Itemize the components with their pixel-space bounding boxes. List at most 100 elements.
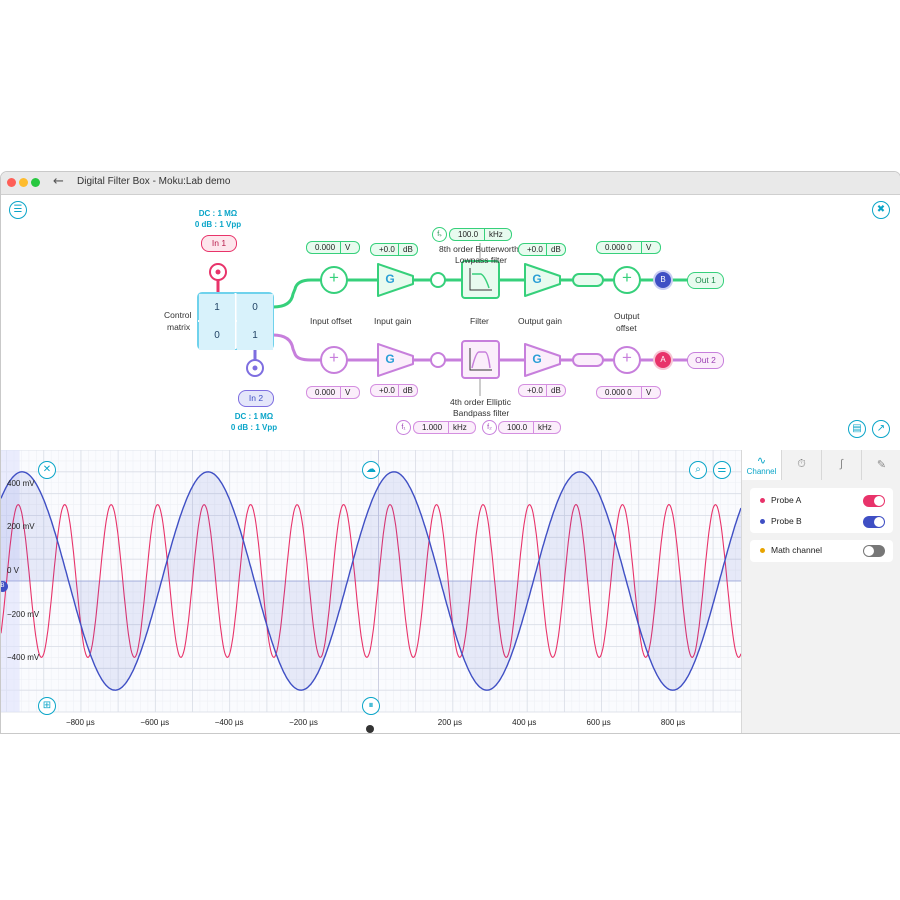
probe-b-area [1, 471, 741, 691]
trigger-position-marker[interactable] [366, 725, 374, 733]
ch1-input-offset-sum-node[interactable] [320, 266, 348, 294]
x-tick-label: 200 µs [437, 718, 462, 727]
x-tick-label: −600 µs [140, 718, 170, 727]
out1-button[interactable]: Out 1 [687, 272, 724, 289]
x-tick-label: 800 µs [660, 718, 686, 727]
y-tick-label: −400 mV [7, 653, 40, 663]
in1-button[interactable]: In 1 [201, 235, 237, 252]
filter-label: Filter [470, 316, 489, 326]
probe-b-row[interactable]: Probe B [760, 514, 885, 530]
side-panel: ∿ Channel ⏱ ∫ ✎ Probe A Probe B [741, 450, 900, 733]
plot-area[interactable] [1, 449, 751, 733]
probe-a-toggle[interactable] [863, 495, 885, 507]
in2-button[interactable]: In 2 [238, 390, 274, 407]
in2-coupling-label: DC : 1 MΩ [234, 412, 274, 421]
matrix-cell-1-2[interactable]: 0 [237, 294, 273, 322]
tune-icon[interactable]: ⚌ [713, 461, 731, 479]
matrix-cell-1-1[interactable]: 1 [199, 294, 235, 322]
probe-b-color-dot [760, 519, 765, 524]
ruler-icon: ✎ [876, 459, 887, 471]
ch2-output-switch[interactable] [572, 353, 604, 367]
zoom-window-button[interactable] [31, 178, 40, 187]
ch1-output-offset-sum-node[interactable] [613, 266, 641, 294]
tab-timebase[interactable]: ⏱ [782, 450, 822, 480]
ch2-output-gain-block[interactable] [524, 343, 561, 377]
out2-button[interactable]: Out 2 [687, 352, 724, 369]
ch2-filter-block[interactable] [461, 340, 500, 379]
stopwatch-icon: ⏱ [797, 458, 806, 470]
probe-a-row[interactable]: Probe A [760, 493, 885, 509]
ch2-probe-point[interactable] [430, 352, 446, 368]
ch2-output-gain-symbol: G [532, 352, 542, 366]
x-tick-label: 600 µs [586, 718, 611, 727]
menu-icon[interactable]: ☰ [9, 201, 27, 219]
export-icon[interactable]: ▤ [848, 420, 866, 438]
math-channel-toggle[interactable] [863, 545, 885, 557]
wave-icon: ∿ [756, 455, 767, 467]
ch1-output-switch[interactable] [572, 273, 604, 287]
chart-icon[interactable]: ↗ [872, 420, 890, 438]
ch1-input-offset-plus-icon: + [329, 268, 339, 287]
x-tick-label: −200 µs [289, 718, 318, 727]
ch1-output-gain-block[interactable] [524, 263, 561, 297]
pause-icon[interactable]: ⏸ [362, 697, 380, 715]
ch1-output-gain-symbol: G [532, 272, 542, 286]
tab-trigger[interactable]: ∫ [822, 450, 862, 480]
ch2-probe-a-badge[interactable]: A [655, 352, 671, 368]
control-matrix-label-line1: Control [164, 310, 192, 320]
ch1-input-gain-block[interactable] [377, 263, 414, 297]
input-gain-label: Input gain [374, 316, 412, 326]
matrix-cell-2-2[interactable]: 1 [237, 322, 273, 350]
tab-measure[interactable]: ✎ [862, 450, 900, 480]
zoom-icon[interactable]: ⌕ [689, 461, 707, 479]
ch1-filter-type-line1: 8th order Butterworth [439, 244, 519, 254]
ch2-input-gain-block[interactable] [377, 343, 414, 377]
math-color-dot [760, 548, 765, 553]
trigger-edge-icon: ∫ [839, 458, 843, 470]
close-window-button[interactable] [7, 178, 16, 187]
y-tick-label: −200 mV [7, 609, 40, 619]
probe-b-offset-marker[interactable]: B [1, 581, 8, 592]
close-icon[interactable]: ✕ [38, 461, 56, 479]
probe-a-label: Probe A [771, 495, 802, 505]
probe-b-toggle[interactable] [863, 516, 885, 528]
ch2-input-offset-sum-node[interactable] [320, 346, 348, 374]
grid-icon[interactable]: ⊞ [38, 697, 56, 715]
control-matrix-label-line2: matrix [167, 322, 191, 332]
y-tick-label: 200 mV [7, 522, 35, 532]
probe-a-trace [1, 503, 742, 659]
ch1-filter-type-line2: Lowpass filter [455, 255, 507, 265]
tab-channel[interactable]: ∿ Channel [742, 450, 782, 480]
cloud-icon[interactable]: ☁ [362, 461, 380, 479]
ch1-probe-point[interactable] [430, 272, 446, 288]
ch2-input-offset-plus-icon: + [329, 348, 339, 367]
probe-b-label: Probe B [771, 516, 802, 526]
settings-icon[interactable]: ✖ [872, 201, 890, 219]
x-tick-label: 400 µs [512, 718, 537, 727]
window-title: Digital Filter Box - Moku:Lab demo [77, 176, 231, 187]
probe-b-trace [1, 471, 742, 691]
ch1-filter-block[interactable] [461, 260, 500, 299]
ch1-probe-b-badge[interactable]: B [655, 272, 671, 288]
ch1-fs-badge: fₛ [432, 227, 447, 242]
minimize-window-button[interactable] [19, 178, 28, 187]
in1-range-label: 0 dB : 1 Vpp [194, 220, 242, 229]
math-channel-row[interactable]: Math channel [760, 543, 885, 559]
back-arrow-icon[interactable]: ← [53, 174, 64, 189]
ch2-input-gain-symbol: G [385, 352, 395, 366]
input-offset-label: Input offset [310, 316, 352, 326]
ch2-output-offset-sum-node[interactable] [613, 346, 641, 374]
matrix-cell-2-1[interactable]: 0 [199, 322, 235, 350]
